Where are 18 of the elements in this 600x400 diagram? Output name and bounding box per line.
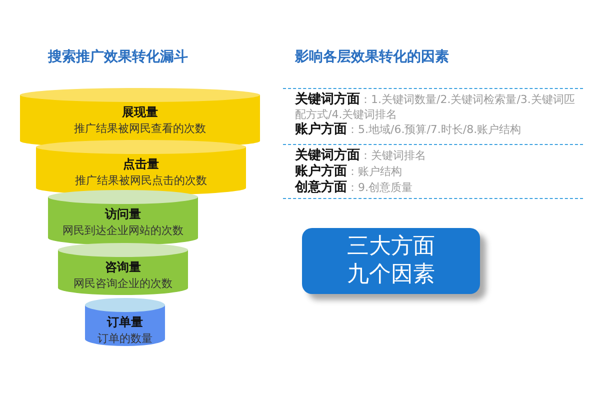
factor-text: 账户方面：5.地域/6.预算/7.时长/8.账户结构 bbox=[295, 122, 522, 137]
stage-title: 展现量 bbox=[121, 104, 159, 121]
stage-title: 订单量 bbox=[106, 314, 144, 331]
stage-description: 推广结果被网民点击的次数 bbox=[74, 173, 208, 188]
section-heading: 搜索推广效果转化漏斗 bbox=[48, 48, 189, 66]
factor-text: 关键词方面：关键词排名 bbox=[295, 148, 427, 163]
summary-box: 三大方面九个因素 bbox=[302, 228, 480, 294]
stage-description: 订单的数量 bbox=[96, 331, 154, 346]
stage-title: 咨询量 bbox=[104, 259, 142, 276]
factor-text: 关键词方面：1.关键词数量/2.关键词检索量/3.关键词匹配方式/4.关键词排名 bbox=[295, 92, 576, 122]
stage-description: 网民咨询企业的次数 bbox=[72, 276, 174, 291]
factor-text: 创意方面：9.创意质量 bbox=[295, 180, 414, 195]
section-heading: 影响各层效果转化的因素 bbox=[295, 48, 450, 66]
stage-title: 访问量 bbox=[104, 206, 142, 223]
factor-text: 账户方面：账户结构 bbox=[295, 164, 403, 179]
stage-description: 推广结果被网民查看的次数 bbox=[73, 121, 207, 136]
stage-title: 点击量 bbox=[122, 156, 160, 173]
stage-description: 网民到达企业网站的次数 bbox=[62, 223, 184, 238]
